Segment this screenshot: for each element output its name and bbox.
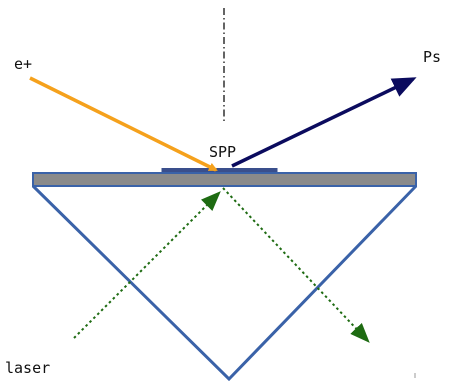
positron-label: e+ xyxy=(14,55,32,73)
laser-label: laser xyxy=(5,359,50,377)
spp-patch xyxy=(161,168,278,172)
spp-label: SPP xyxy=(209,143,236,161)
positronium-beam-arrow xyxy=(231,77,417,168)
prism-outline xyxy=(31,184,418,381)
positronium-label: Ps xyxy=(423,48,441,66)
positron-beam-arrow xyxy=(29,76,218,172)
laser-reflected-beam xyxy=(222,187,370,343)
metal-film xyxy=(32,172,417,187)
laser-incident-beam xyxy=(73,191,221,339)
